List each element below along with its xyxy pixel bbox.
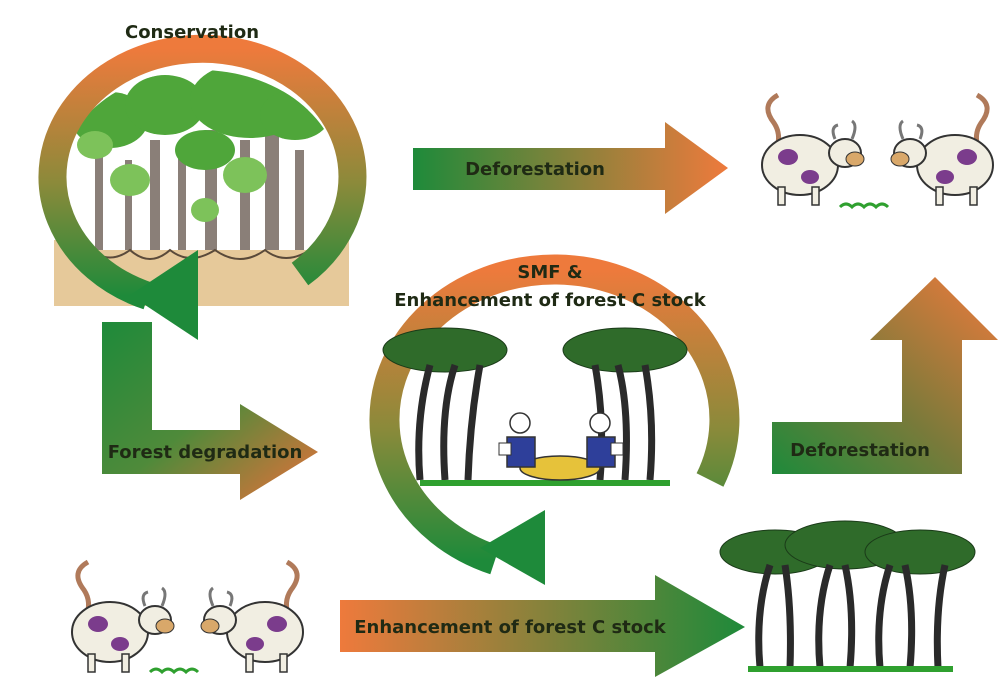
conservation-ring-arrowhead: [130, 250, 198, 340]
cow-icon: [761, 92, 865, 206]
deforestation-top-label: Deforestation: [465, 159, 605, 180]
cows-bottom-left: [71, 559, 304, 675]
deforestation-top-arrow: Deforestation: [413, 122, 728, 214]
cows-top-right: [761, 92, 994, 210]
forest-degradation-label: Forest degradation: [108, 442, 303, 463]
smf-label-line2: Enhancement of forest C stock: [394, 290, 707, 311]
cow-icon: [71, 559, 175, 673]
conservation-cycle: Conservation: [38, 22, 367, 340]
smf-ring-arrowhead: [480, 510, 545, 585]
cow-icon: [200, 559, 304, 673]
deforestation-right-arrow: Deforestation: [772, 277, 998, 474]
smf-label-line1: SMF &: [517, 262, 582, 283]
acacia-forest: [719, 520, 976, 672]
sparse-grass: [838, 202, 890, 210]
smf-cycle: SMF & Enhancement of forest C stock: [369, 254, 740, 585]
enhancement-bottom-label: Enhancement of forest C stock: [354, 617, 667, 638]
cow-icon: [890, 92, 994, 206]
conservation-label: Conservation: [125, 22, 259, 43]
deforestation-right-label: Deforestation: [790, 440, 930, 461]
enhancement-bottom-arrow: Enhancement of forest C stock: [340, 575, 745, 677]
forest-degradation-arrow: Forest degradation: [102, 322, 318, 500]
sparse-grass: [148, 667, 200, 675]
forest-illustration: [60, 70, 340, 260]
workers-illustration: [498, 412, 624, 481]
